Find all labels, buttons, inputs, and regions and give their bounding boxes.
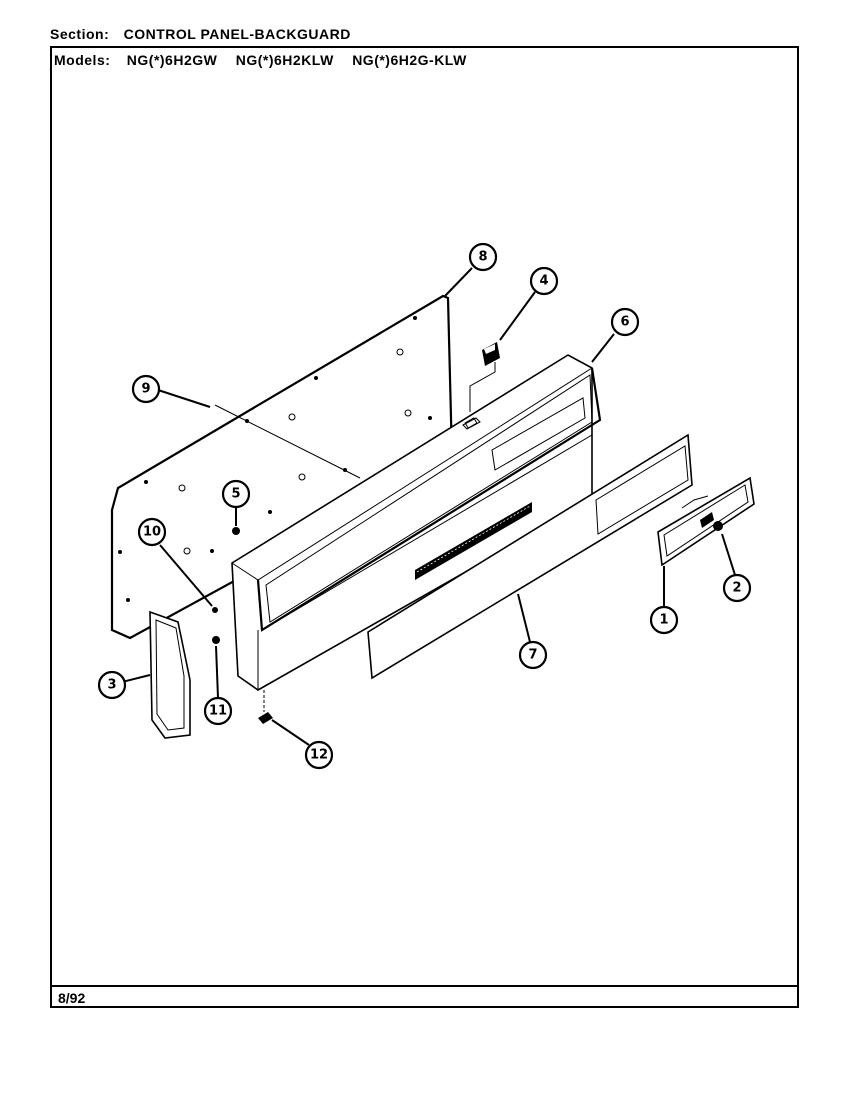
switch-assembly-part-1: [657, 476, 755, 567]
svg-text:5: 5: [231, 487, 240, 502]
svg-text:2: 2: [732, 581, 741, 596]
callout-8[interactable]: 8: [468, 242, 498, 272]
svg-text:3: 3: [107, 678, 116, 693]
svg-text:12: 12: [310, 748, 328, 763]
footer-divider: [52, 985, 797, 987]
model-number: NG(*)6H2G-KLW: [352, 52, 467, 68]
callout-3[interactable]: 3: [97, 670, 127, 700]
svg-text:4: 4: [539, 274, 548, 289]
diagram-frame: Models: NG(*)6H2GW NG(*)6H2KLW NG(*)6H2G…: [50, 46, 799, 1008]
callout-9[interactable]: 9: [131, 374, 161, 404]
svg-text:11: 11: [209, 704, 227, 719]
section-label: Section:: [50, 26, 110, 42]
svg-text:9: 9: [141, 382, 150, 397]
callout-4[interactable]: 4: [529, 266, 559, 296]
callout-6[interactable]: 6: [610, 307, 640, 337]
leader-lines: [121, 267, 736, 746]
callout-2[interactable]: 2: [722, 573, 752, 603]
fastener-part-12: [258, 712, 273, 724]
switch-part-4: [462, 342, 500, 430]
revision-date: 8/92: [58, 990, 86, 1006]
end-cap-part-3: [149, 610, 191, 739]
model-number: NG(*)6H2KLW: [235, 52, 334, 68]
callout-5[interactable]: 5: [221, 479, 251, 509]
fastener-part-10: [212, 607, 218, 613]
callout-11[interactable]: 11: [203, 696, 233, 726]
model-number: NG(*)6H2GW: [126, 52, 218, 68]
callout-10[interactable]: 10: [137, 517, 167, 547]
svg-text:7: 7: [528, 648, 537, 663]
svg-text:1: 1: [659, 613, 668, 628]
vent-slots: [415, 502, 532, 580]
callout-7[interactable]: 7: [518, 640, 548, 670]
fastener-part-11: [212, 636, 220, 644]
svg-text:10: 10: [143, 525, 161, 540]
svg-text:8: 8: [478, 250, 487, 265]
svg-text:6: 6: [620, 315, 629, 330]
overlay-part-7: [367, 433, 693, 680]
section-heading: Section: CONTROL PANEL-BACKGUARD: [50, 26, 351, 42]
section-value: CONTROL PANEL-BACKGUARD: [123, 26, 351, 42]
models-label: Models:: [54, 52, 111, 68]
control-panel-part-6: [231, 354, 602, 691]
callout-1[interactable]: 1: [649, 605, 679, 635]
fastener-part-5: [232, 527, 240, 535]
callout-12[interactable]: 12: [304, 740, 334, 770]
models-heading: Models: NG(*)6H2GW NG(*)6H2KLW NG(*)6H2G…: [54, 52, 481, 68]
